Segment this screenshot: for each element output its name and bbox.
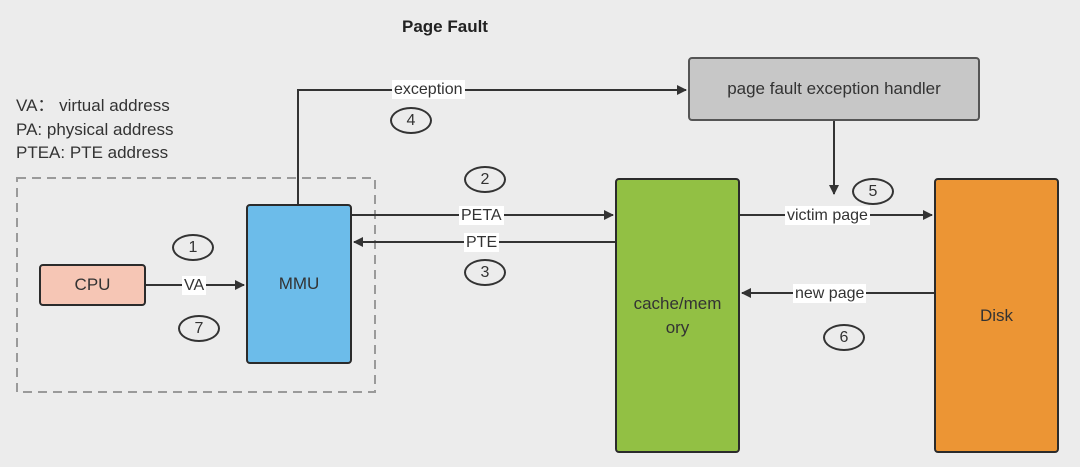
cpu-label: CPU: [74, 275, 111, 294]
new-page-label: new page: [793, 284, 867, 303]
cpu-box: CPU: [39, 264, 146, 306]
legend-ptea: PTEA: PTE address: [16, 143, 169, 162]
cpu-mmu-group: [16, 177, 376, 393]
diagram-title: Page Fault: [402, 17, 488, 36]
peta-label: PETA: [459, 206, 504, 225]
step-5-marker: 5: [852, 178, 894, 205]
disk-label: Disk: [979, 305, 1014, 325]
mmu-box: MMU: [246, 204, 352, 364]
legend-va: VA： virtual address: [16, 96, 170, 115]
step-3-marker: 3: [464, 259, 506, 286]
memory-box: cache/memory: [615, 178, 740, 453]
disk-box: Disk: [934, 178, 1059, 453]
pte-label: PTE: [464, 233, 500, 252]
step-7-marker: 7: [178, 315, 220, 342]
step-6-marker: 6: [823, 324, 865, 351]
legend: VA： virtual address PA: physical address…: [16, 94, 173, 165]
mmu-label: MMU: [278, 274, 320, 293]
exception-label: exception: [392, 80, 465, 99]
memory-label: cache/memory: [633, 293, 722, 337]
legend-pa: PA: physical address: [16, 119, 174, 139]
exception-arrow: [297, 85, 687, 204]
handler-label: page fault exception handler: [727, 79, 941, 98]
victim-page-label: victim page: [785, 206, 870, 225]
step-4-marker: 4: [390, 107, 432, 134]
step-2-marker: 2: [464, 166, 506, 193]
step-1-marker: 1: [172, 234, 214, 261]
exception-handler-box: page fault exception handler: [688, 57, 980, 121]
va-label: VA: [182, 276, 207, 295]
